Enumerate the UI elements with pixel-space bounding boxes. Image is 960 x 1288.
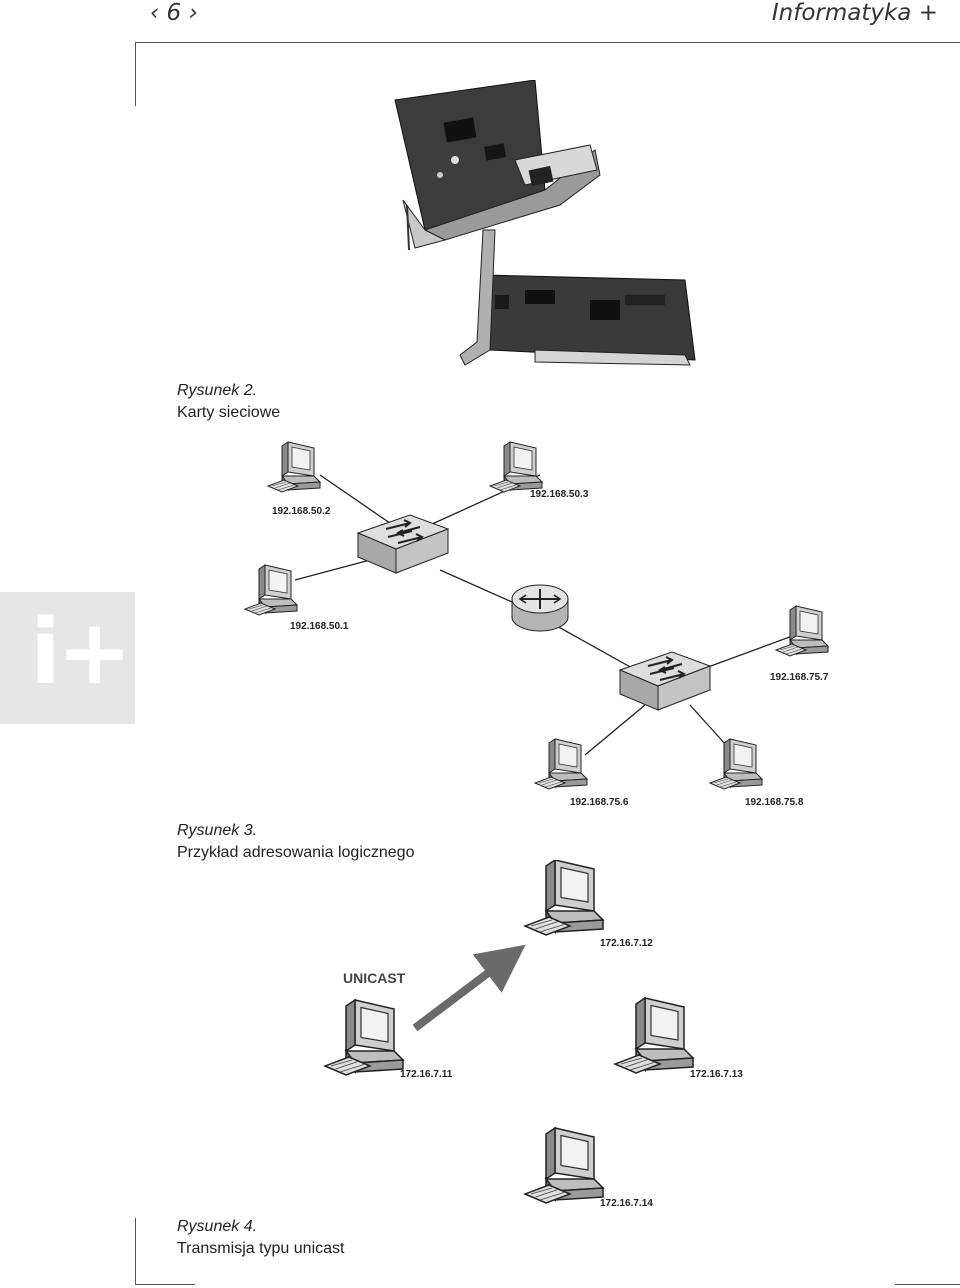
- ip-label: 192.168.75.7: [770, 672, 829, 683]
- figure4-caption: Rysunek 4. Transmisja typu unicast: [177, 1216, 344, 1260]
- switch-bottom-icon: [619, 651, 711, 711]
- ip-label: 172.16.7.14: [600, 1198, 653, 1209]
- margin-rule-bottom: [135, 1218, 136, 1284]
- pc-192-168-50-3-icon: [489, 441, 543, 493]
- switch-top-icon: [357, 514, 449, 574]
- journal-title: Informatyka +: [771, 0, 938, 26]
- ip-label: 192.168.75.8: [745, 797, 804, 808]
- section-tab-label: i+: [30, 600, 132, 705]
- pc-192-168-50-1-icon: [244, 564, 298, 616]
- router-icon: [511, 584, 569, 632]
- figure3-label: Rysunek 3.: [177, 822, 258, 839]
- figure4-text: Transmisja typu unicast: [177, 1240, 345, 1257]
- margin-rule-top: [135, 42, 136, 106]
- figure4-label: Rysunek 4.: [177, 1218, 258, 1235]
- unicast-arrow: [412, 944, 526, 1032]
- pc-192-168-75-8-icon: [709, 738, 763, 790]
- ip-label: 192.168.50.2: [272, 506, 331, 517]
- logical-addressing-diagram: 192.168.50.2 192.168.50.3 192.168.50.1 1…: [244, 441, 829, 808]
- figure3-text: Przykład adresowania logicznego: [177, 844, 415, 861]
- unicast-diagram: UNICAST 172.16.7.12 172.16.7.11 172.16.7…: [324, 860, 743, 1209]
- figure2-caption: Rysunek 2. Karty sieciowe: [177, 380, 280, 424]
- footer-rule-right: [895, 1284, 960, 1285]
- pc-192-168-75-7-icon: [775, 605, 829, 657]
- pc-192-168-50-2-icon: [267, 441, 321, 493]
- ip-label: 192.168.50.3: [530, 489, 589, 500]
- footer-rule-left: [135, 1284, 195, 1285]
- network-cards-photo: [394, 80, 696, 366]
- pc-172-16-7-12-icon: [524, 860, 604, 936]
- network-card-top: [394, 80, 601, 251]
- ip-label: 172.16.7.11: [400, 1069, 453, 1080]
- figure3-caption: Rysunek 3. Przykład adresowania logiczne…: [177, 820, 414, 864]
- figure2-text: Karty sieciowe: [177, 404, 281, 421]
- ip-label: 192.168.75.6: [570, 797, 629, 808]
- ip-label: 192.168.50.1: [290, 621, 349, 632]
- page-number: ‹ 6 ›: [150, 0, 198, 26]
- pc-172-16-7-14-icon: [524, 1127, 604, 1204]
- ip-label: 172.16.7.12: [600, 938, 653, 949]
- ip-label: 172.16.7.13: [690, 1069, 743, 1080]
- unicast-title: UNICAST: [343, 970, 406, 986]
- pc-172-16-7-13-icon: [614, 997, 694, 1074]
- section-tab: i+: [0, 592, 135, 724]
- header-rule: [135, 42, 960, 43]
- pc-172-16-7-11-icon: [324, 999, 404, 1076]
- pc-192-168-75-6-icon: [534, 738, 588, 790]
- network-card-bottom: [459, 229, 696, 366]
- figure2-label: Rysunek 2.: [177, 382, 258, 399]
